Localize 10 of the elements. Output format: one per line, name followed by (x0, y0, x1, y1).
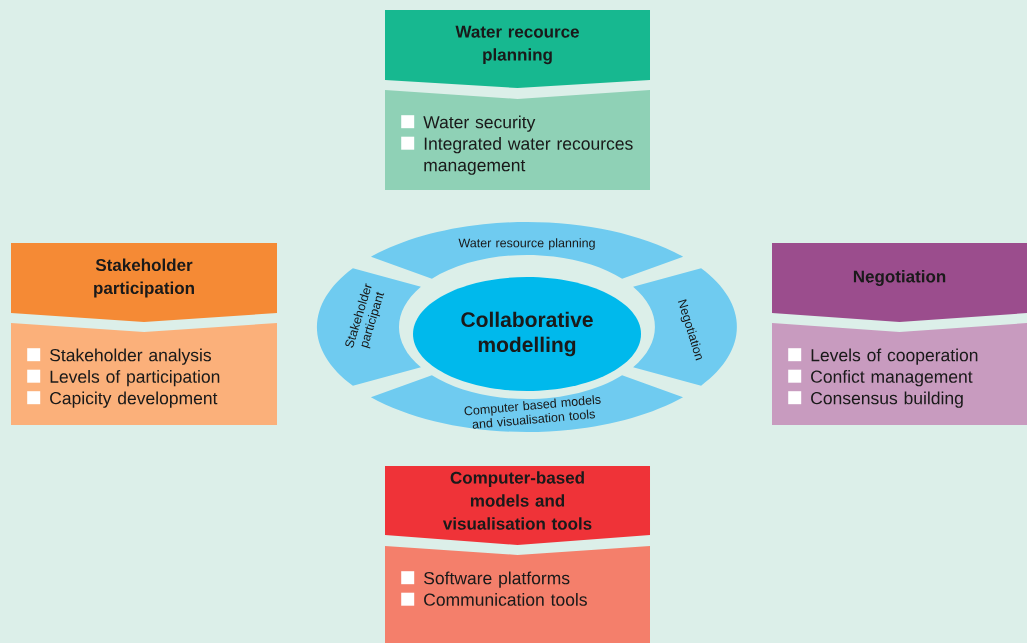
heading-banner: Stakeholder participation (11, 243, 277, 322)
list-box: Water security Integrated water recources management (385, 90, 650, 190)
ring-segment: Water resource planning (371, 222, 684, 279)
list-box: Levels of cooperation Confict management Consensus building (772, 323, 1027, 425)
ring-segment: Computer based models and visualisation tools (370, 375, 684, 432)
list-box: Software platforms Communication tools (385, 546, 650, 643)
heading-banner: Water recource planning (385, 10, 650, 88)
heading-banner: Computer-based models and visualisation tools (385, 466, 650, 545)
heading-banner: Negotiation (772, 243, 1027, 322)
list-box: Stakeholder analysis Levels of participation Capicity development (11, 323, 277, 425)
